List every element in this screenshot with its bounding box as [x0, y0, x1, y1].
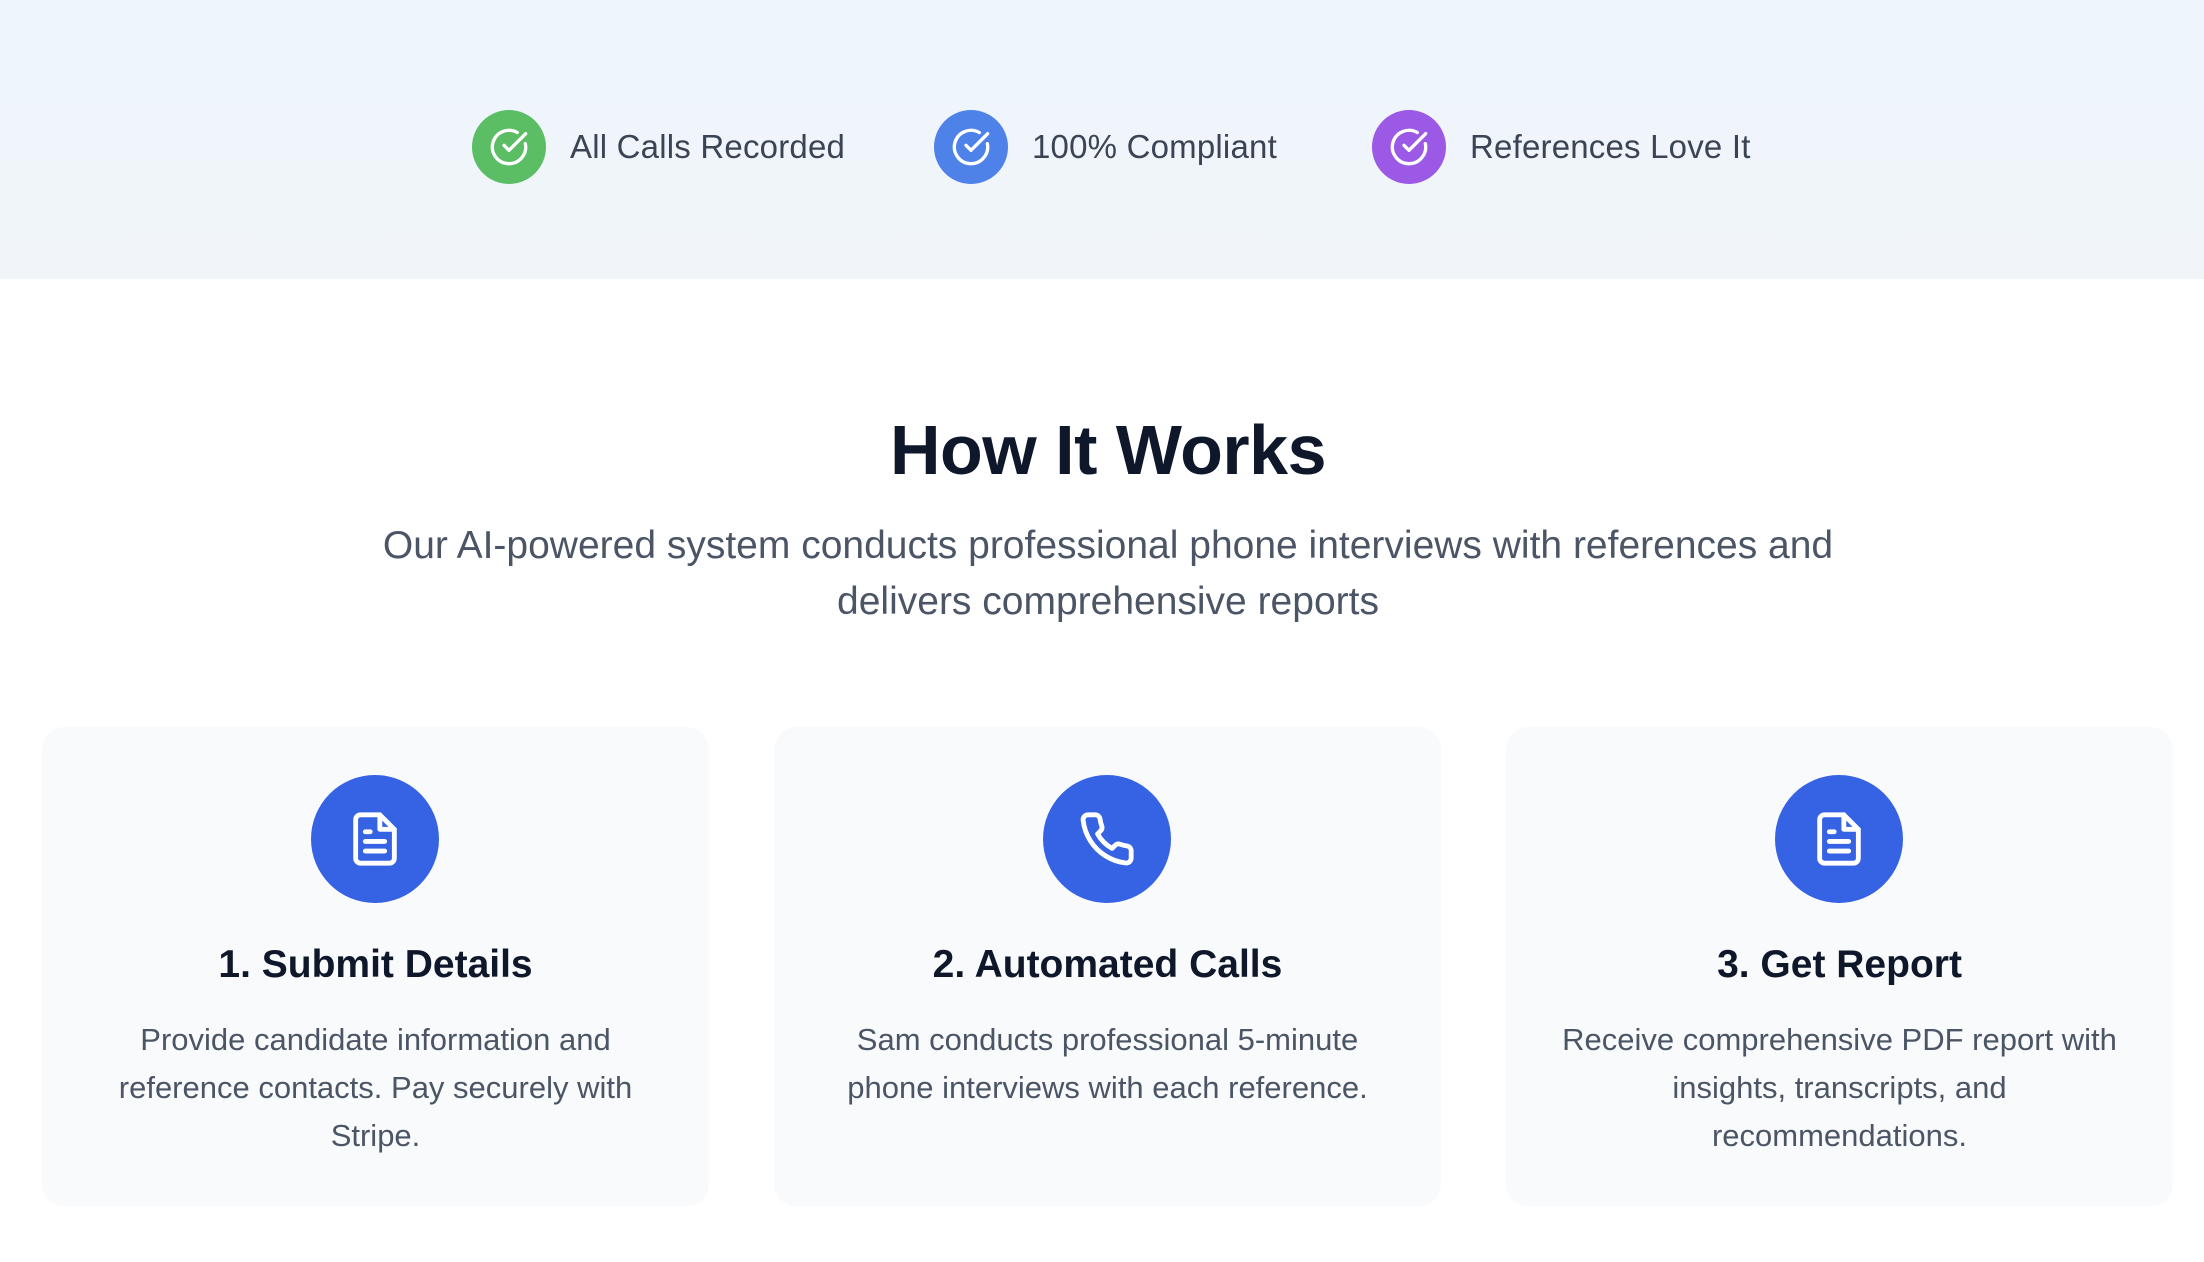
trust-badge-label: All Calls Recorded	[570, 128, 846, 165]
step-title: 1. Submit Details	[218, 943, 533, 986]
document-icon	[311, 775, 439, 903]
trust-badge-compliant: 100% Compliant	[934, 110, 1277, 184]
check-circle-icon	[472, 110, 546, 184]
step-description: Receive comprehensive PDF report with in…	[1562, 1022, 2117, 1153]
step-title: 2. Automated Calls	[932, 943, 1283, 986]
trust-badge-all-calls-recorded: All Calls Recorded	[472, 110, 845, 184]
how-it-works-title: How It Works	[889, 411, 1327, 489]
step-card-submit-details: 1. Submit Details Provide candidate info…	[42, 727, 709, 1206]
trust-badge-references-love-it: References Love It	[1372, 110, 1751, 184]
trust-badge-label: References Love It	[1470, 128, 1751, 165]
check-circle-icon	[934, 110, 1008, 184]
step-card-automated-calls: 2. Automated Calls Sam conducts professi…	[774, 727, 1441, 1206]
trust-badges-band: All Calls Recorded 100% Compliant Refere…	[0, 0, 2204, 279]
step-card-get-report: 3. Get Report Receive comprehensive PDF …	[1506, 727, 2173, 1206]
trust-badge-label: 100% Compliant	[1032, 128, 1277, 165]
phone-icon	[1043, 775, 1171, 903]
step-description: Provide candidate information and refere…	[118, 1022, 633, 1153]
step-description: Sam conducts professional 5-minute phone…	[847, 1022, 1368, 1105]
how-it-works-subtitle: Our AI-powered system conducts professio…	[382, 524, 1834, 623]
document-icon	[1775, 775, 1903, 903]
step-title: 3. Get Report	[1717, 943, 1962, 986]
check-circle-icon	[1372, 110, 1446, 184]
